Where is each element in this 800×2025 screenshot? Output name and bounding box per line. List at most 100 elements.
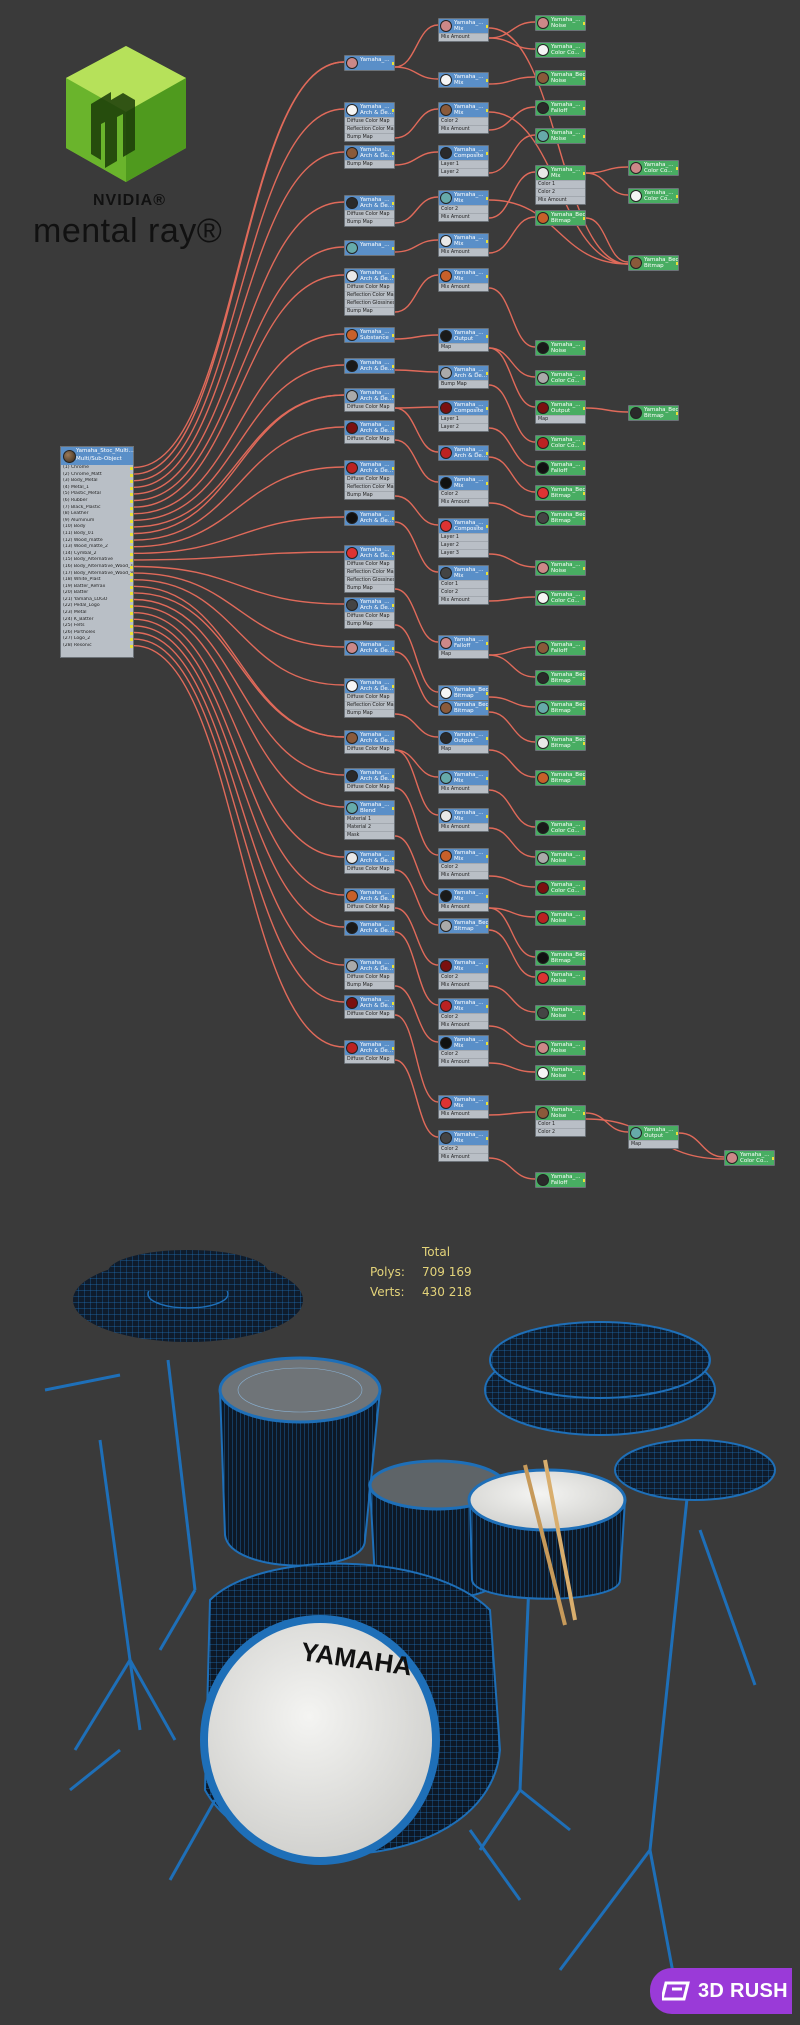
node-input-slot[interactable]: Layer 2 xyxy=(439,541,488,549)
node-input-slot[interactable]: Reflection Glossiness Map xyxy=(345,299,394,306)
output-port[interactable] xyxy=(392,334,394,337)
node-header[interactable]: Yamaha_Bec...Bitmap xyxy=(629,406,678,420)
material-node[interactable]: Yamaha_...Color Co... xyxy=(535,42,586,58)
output-port[interactable] xyxy=(583,107,585,110)
output-port[interactable] xyxy=(392,152,394,155)
node-input-slot[interactable]: Mix Amount xyxy=(439,1110,488,1118)
node-header[interactable]: Yamaha_...Arch & De... xyxy=(439,366,488,380)
node-input-slot[interactable]: Color 2 xyxy=(439,863,488,871)
output-port[interactable] xyxy=(486,335,488,338)
output-port[interactable] xyxy=(486,372,488,375)
output-port[interactable] xyxy=(486,692,488,695)
material-slot[interactable]: (13) Wood_matte_2 xyxy=(61,544,133,551)
node-input-slot[interactable]: Diffuse Color Map xyxy=(345,783,394,791)
output-port[interactable] xyxy=(392,365,394,368)
material-slot[interactable]: (27) Logo_2 xyxy=(61,636,133,643)
output-port[interactable] xyxy=(583,1012,585,1015)
output-port[interactable] xyxy=(392,427,394,430)
output-port[interactable] xyxy=(486,79,488,82)
node-header[interactable]: Yamaha_...Arch & De... xyxy=(345,641,394,655)
output-port[interactable] xyxy=(486,197,488,200)
node-input-slot[interactable]: Color 2 xyxy=(439,490,488,498)
node-header[interactable]: Yamaha_...Composite xyxy=(439,401,488,415)
node-header[interactable]: Yamaha_...Mix xyxy=(439,103,488,117)
output-port[interactable] xyxy=(676,195,678,198)
output-port[interactable] xyxy=(583,707,585,710)
node-header[interactable]: Yamaha_Bec...Bitmap xyxy=(536,951,585,965)
node-header[interactable]: Yamaha_...Noise xyxy=(536,971,585,985)
node-header[interactable]: Yamaha_...Noise xyxy=(536,1066,585,1080)
node-header[interactable]: Yamaha_...Falloff xyxy=(536,101,585,115)
output-port[interactable] xyxy=(392,685,394,688)
output-port[interactable] xyxy=(676,262,678,265)
output-port[interactable] xyxy=(583,517,585,520)
output-port[interactable] xyxy=(583,677,585,680)
output-port[interactable] xyxy=(392,1002,394,1005)
node-input-slot[interactable]: Diffuse Color Map xyxy=(345,1055,394,1063)
material-slot[interactable]: (25) Felts xyxy=(61,623,133,630)
material-node[interactable]: Yamaha_...Arch & De...Diffuse Color Map xyxy=(344,1040,395,1064)
node-input-slot[interactable]: Diffuse Color Map xyxy=(345,693,394,701)
node-input-slot[interactable]: Color 2 xyxy=(439,117,488,125)
node-header[interactable]: Yamaha_...Arch & De... xyxy=(345,269,394,283)
output-port[interactable] xyxy=(392,467,394,470)
node-header[interactable]: Yamaha_...Blend xyxy=(345,801,394,815)
node-input-slot[interactable]: Bump Map xyxy=(345,133,394,141)
output-port[interactable] xyxy=(583,217,585,220)
material-node[interactable]: Yamaha_...Arch & De... xyxy=(438,445,489,461)
material-node[interactable]: Yamaha_...Arch & De...Diffuse Color Map xyxy=(344,388,395,412)
material-node[interactable]: Yamaha_Bec...Bitmap xyxy=(535,670,586,686)
node-input-slot[interactable]: Map xyxy=(629,1140,678,1148)
material-slot[interactable]: (2) Chrome_Matt xyxy=(61,472,133,479)
node-header[interactable]: Yamaha_...Color Co... xyxy=(536,881,585,895)
node-input-slot[interactable]: Layer 3 xyxy=(439,549,488,557)
node-input-slot[interactable]: Color 2 xyxy=(536,1128,585,1136)
output-port[interactable] xyxy=(583,1047,585,1050)
material-node[interactable]: Yamaha_...Substance xyxy=(344,327,395,343)
node-header[interactable]: Yamaha_...Color Co... xyxy=(536,436,585,450)
node-input-slot[interactable]: Bump Map xyxy=(345,620,394,628)
output-port[interactable] xyxy=(676,1132,678,1135)
output-port[interactable] xyxy=(486,452,488,455)
material-node[interactable]: Yamaha_...Arch & De... xyxy=(344,358,395,374)
output-port[interactable] xyxy=(486,407,488,410)
output-port[interactable] xyxy=(392,647,394,650)
output-port[interactable] xyxy=(583,347,585,350)
output-port[interactable] xyxy=(583,777,585,780)
node-input-slot[interactable]: Diffuse Color Map xyxy=(345,403,394,411)
output-port[interactable] xyxy=(392,927,394,930)
node-header[interactable]: Yamaha_...Arch & De... xyxy=(345,921,394,935)
material-node[interactable]: Yamaha_...Arch & De...Diffuse Color Map xyxy=(344,850,395,874)
node-input-slot[interactable]: Color 1 xyxy=(536,180,585,188)
material-node[interactable]: Yamaha_...Arch & De...Diffuse Color Map xyxy=(344,888,395,912)
node-header[interactable]: Yamaha_... xyxy=(345,56,394,70)
node-input-slot[interactable]: Material 1 xyxy=(345,815,394,823)
node-input-slot[interactable]: Bump Map xyxy=(439,380,488,388)
node-header[interactable]: Yamaha_...Mix xyxy=(439,849,488,863)
output-port[interactable] xyxy=(486,925,488,928)
node-header[interactable]: Yamaha_...Noise xyxy=(536,1106,585,1120)
output-port[interactable] xyxy=(583,22,585,25)
material-slot[interactable]: (10) Body xyxy=(61,524,133,531)
node-input-slot[interactable]: Mix Amount xyxy=(439,125,488,133)
material-node[interactable]: Yamaha_...Falloff xyxy=(535,100,586,116)
node-header[interactable]: Yamaha_Bec...Bitmap xyxy=(536,671,585,685)
node-input-slot[interactable]: Bump Map xyxy=(345,160,394,168)
node-header[interactable]: Yamaha_...Mix xyxy=(439,959,488,973)
node-header[interactable]: Yamaha_...Arch & De... xyxy=(345,421,394,435)
node-input-slot[interactable]: Mix Amount xyxy=(439,823,488,831)
output-port[interactable] xyxy=(583,377,585,380)
node-header[interactable]: Yamaha_...Color Co... xyxy=(629,189,678,203)
output-port[interactable] xyxy=(676,167,678,170)
